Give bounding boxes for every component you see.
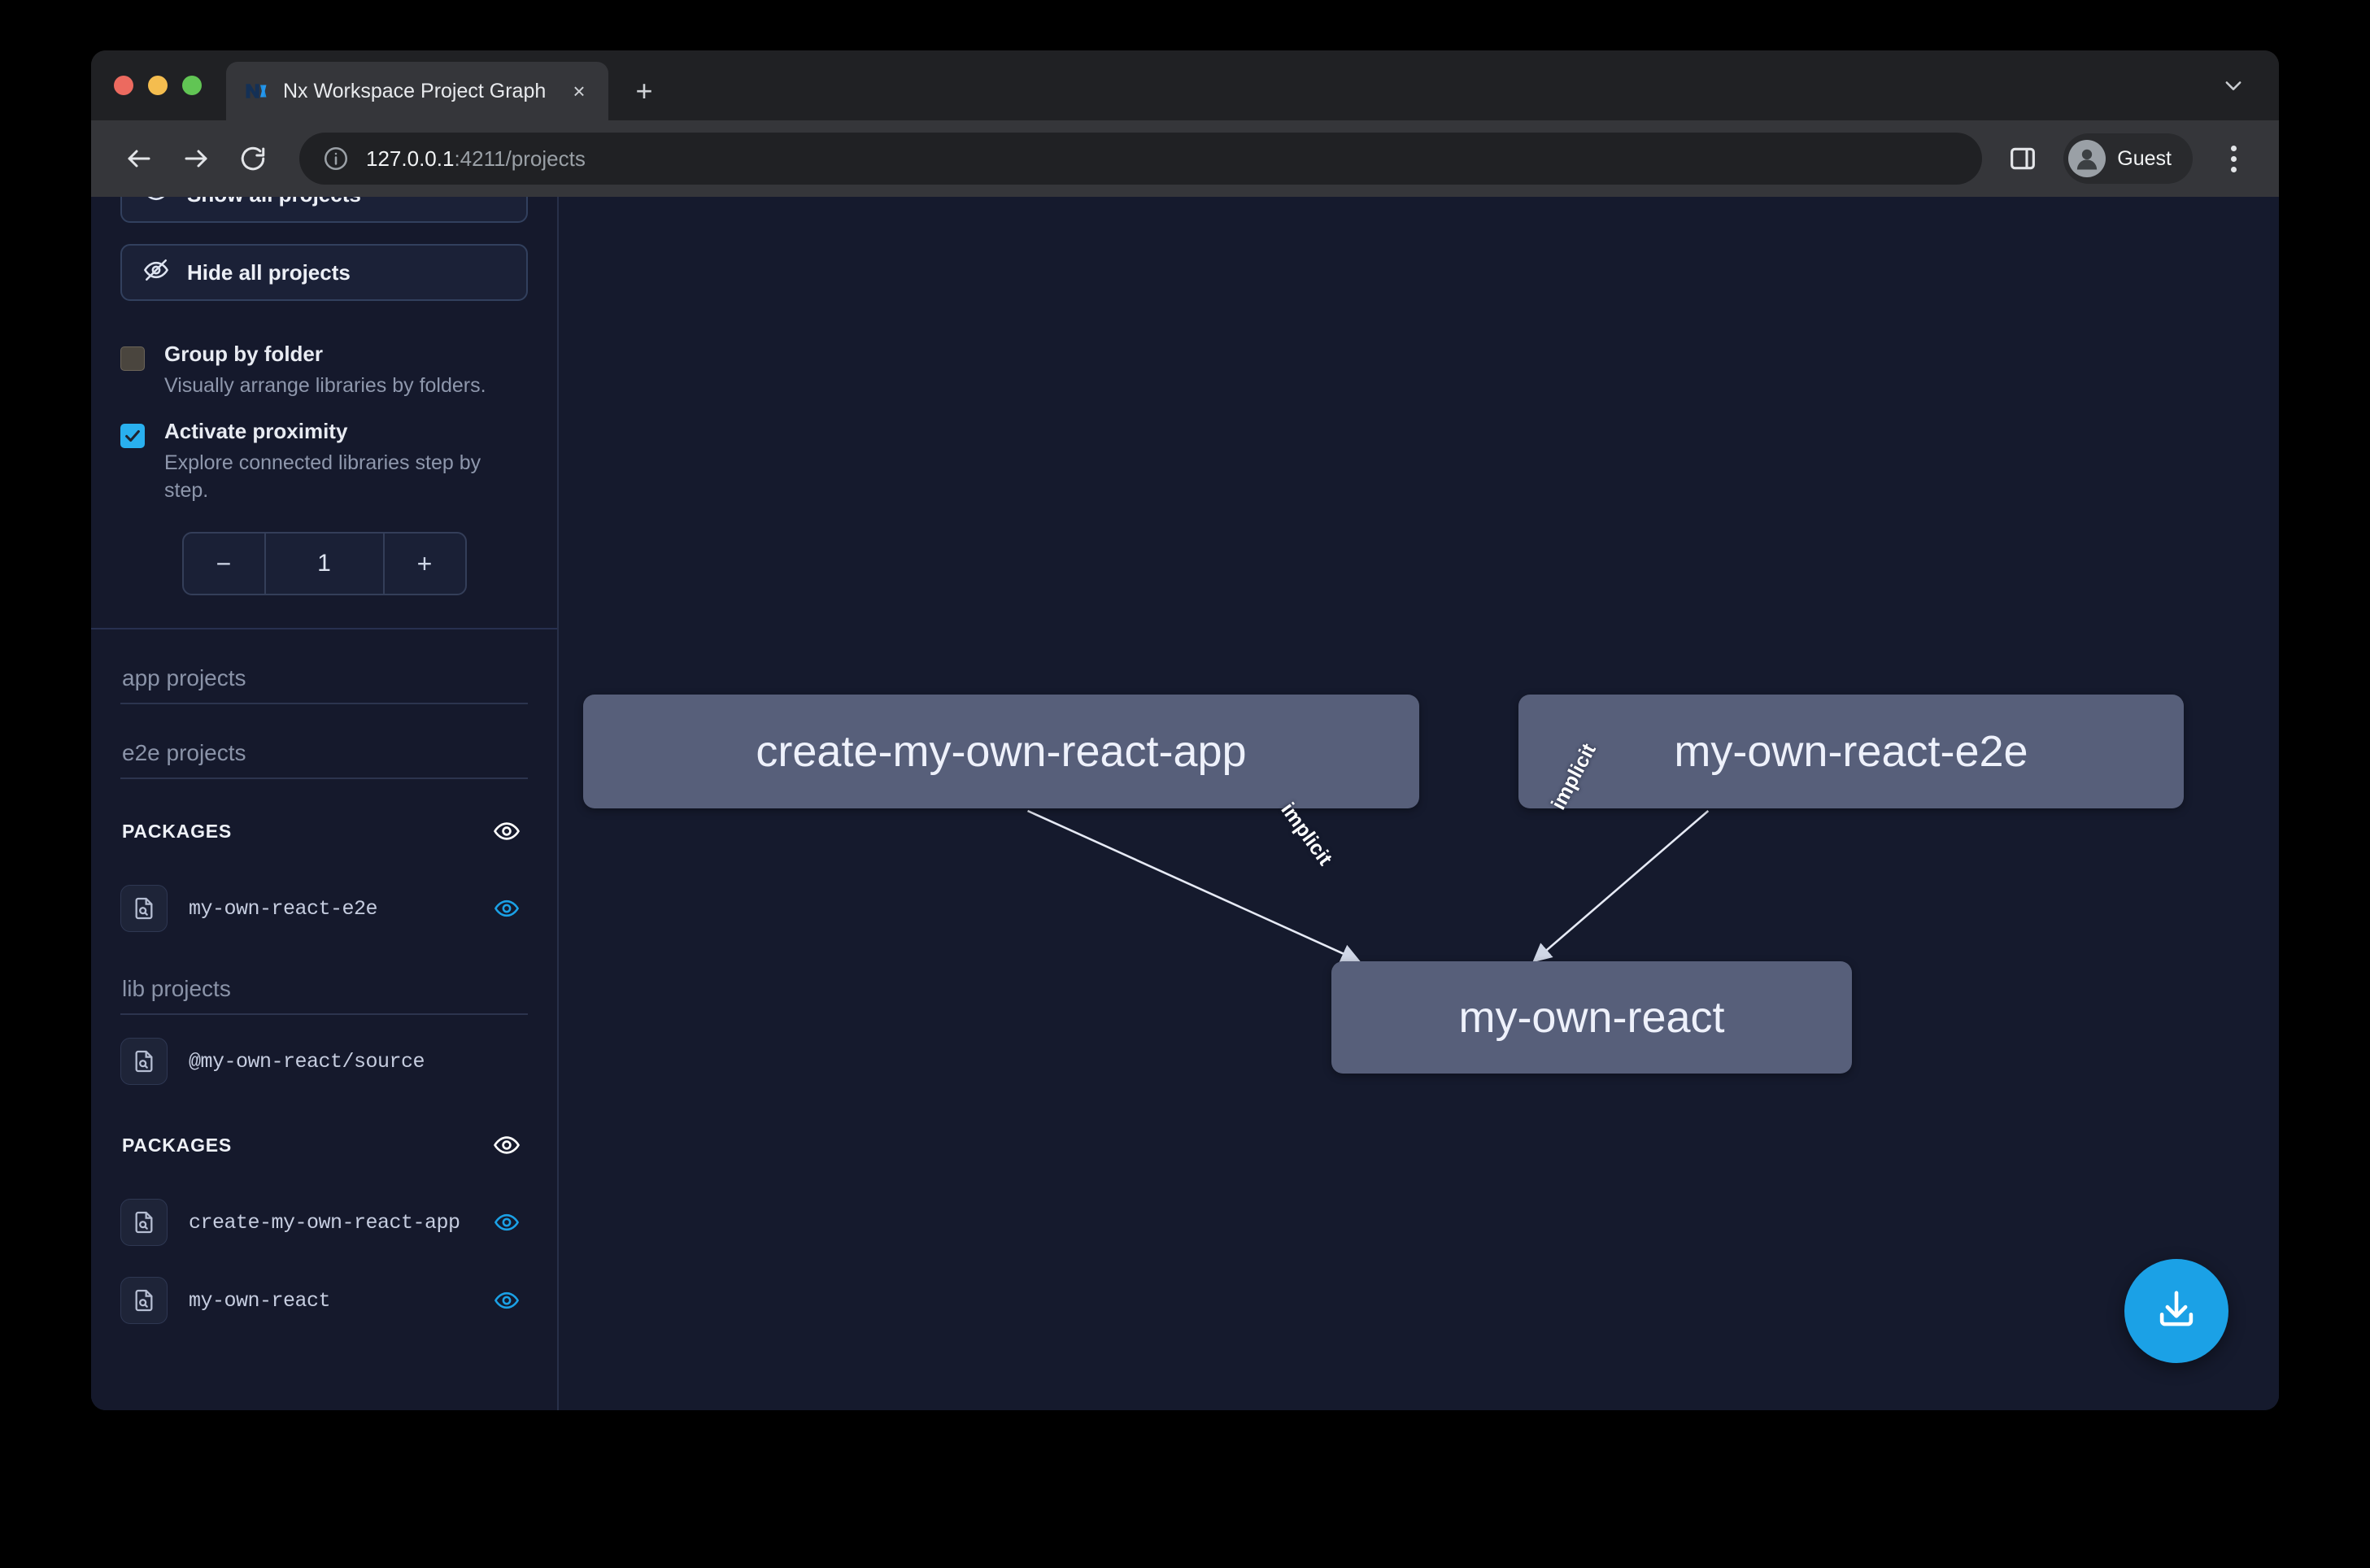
browser-window: Nx Workspace Project Graph × +	[91, 50, 2279, 1410]
project-name: @my-own-react/source	[189, 1050, 469, 1074]
eye-off-icon	[143, 257, 169, 289]
project-name: my-own-react-e2e	[189, 897, 469, 921]
reload-icon[interactable]	[228, 133, 278, 184]
window-traffic-lights	[114, 50, 226, 120]
profile-chip[interactable]: Guest	[2063, 133, 2193, 184]
activate-proximity-description: Explore connected libraries step by step…	[164, 449, 528, 504]
eye-icon[interactable]	[490, 1206, 523, 1239]
page-content: Show all projects Hide all projects	[91, 197, 2279, 1410]
hide-all-projects-label: Hide all projects	[187, 260, 351, 285]
eye-icon[interactable]	[490, 892, 523, 925]
section-label: PACKAGES	[122, 1135, 232, 1156]
url-text: 127.0.0.1:4211/projects	[366, 146, 586, 172]
section-header-packages-2[interactable]: PACKAGES	[120, 1093, 528, 1176]
edge-label-implicit-1: implicit	[1276, 799, 1337, 870]
group-by-folder-description: Visually arrange libraries by folders.	[164, 372, 528, 399]
sidebar-scroll-content: Show all projects Hide all projects	[91, 197, 557, 1332]
section-label: PACKAGES	[122, 821, 232, 843]
browser-toolbar: 127.0.0.1:4211/projects Guest	[91, 120, 2279, 197]
project-name: create-my-own-react-app	[189, 1211, 469, 1235]
eye-icon	[143, 197, 169, 211]
arrow-left-icon[interactable]	[114, 133, 164, 184]
tabstrip-right	[2215, 50, 2279, 120]
activate-proximity-label: Activate proximity	[164, 419, 347, 443]
browser-tab[interactable]: Nx Workspace Project Graph ×	[226, 62, 608, 120]
option-group-by-folder[interactable]: Group by folder Visually arrange librari…	[120, 322, 528, 399]
eye-icon[interactable]	[490, 1129, 523, 1161]
address-bar[interactable]: 127.0.0.1:4211/projects	[299, 133, 1982, 185]
sidebar[interactable]: Show all projects Hide all projects	[91, 197, 559, 1410]
download-icon	[2153, 1286, 2200, 1337]
group-label-lib-projects: lib projects	[120, 940, 528, 1015]
kebab-menu-icon[interactable]	[2212, 137, 2255, 180]
option-text: Activate proximity Explore connected lib…	[164, 419, 528, 504]
avatar	[2068, 140, 2106, 177]
group-by-folder-checkbox[interactable]	[120, 346, 145, 371]
proximity-stepper[interactable]: − 1 +	[182, 532, 467, 595]
project-row-create-my-own-react-app[interactable]: create-my-own-react-app	[120, 1191, 528, 1254]
info-circle-icon[interactable]	[322, 145, 350, 172]
eye-icon[interactable]	[490, 1284, 523, 1317]
project-name: my-own-react	[189, 1289, 469, 1313]
option-text: Group by folder Visually arrange librari…	[164, 342, 528, 399]
file-search-icon	[120, 1199, 168, 1246]
maximize-window-button[interactable]	[182, 76, 202, 95]
url-host: 127.0.0.1	[366, 146, 454, 171]
proximity-decrement-button[interactable]: −	[184, 534, 264, 594]
file-search-icon	[120, 1038, 168, 1085]
edge-e2e-to-react	[1536, 811, 1708, 960]
new-tab-button[interactable]: +	[621, 68, 667, 114]
close-icon[interactable]: ×	[564, 76, 594, 106]
close-window-button[interactable]	[114, 76, 133, 95]
download-button[interactable]	[2124, 1259, 2228, 1363]
tab-title: Nx Workspace Project Graph	[283, 80, 550, 103]
activate-proximity-checkbox[interactable]	[120, 424, 145, 448]
nx-logo-icon	[244, 79, 268, 103]
url-path: :4211/projects	[454, 146, 585, 171]
project-row-my-own-react-source[interactable]: @my-own-react/source	[120, 1030, 528, 1093]
project-graph-canvas[interactable]: create-my-own-react-app my-own-react-e2e…	[559, 197, 2279, 1410]
group-by-folder-label: Group by folder	[164, 342, 323, 366]
graph-node-my-own-react-e2e[interactable]: my-own-react-e2e	[1518, 695, 2184, 808]
hide-all-projects-button[interactable]: Hide all projects	[120, 244, 528, 301]
graph-node-my-own-react[interactable]: my-own-react	[1331, 961, 1852, 1074]
chevron-down-icon[interactable]	[2215, 68, 2251, 103]
group-label-e2e-projects: e2e projects	[120, 704, 528, 779]
option-activate-proximity[interactable]: Activate proximity Explore connected lib…	[120, 399, 528, 504]
group-label-app-projects: app projects	[120, 629, 528, 704]
project-row-my-own-react-e2e[interactable]: my-own-react-e2e	[120, 877, 528, 940]
proximity-increment-button[interactable]: +	[385, 534, 465, 594]
side-panel-icon[interactable]	[2006, 142, 2039, 175]
file-search-icon	[120, 885, 168, 932]
section-header-packages-1[interactable]: PACKAGES	[120, 779, 528, 862]
profile-name: Guest	[2117, 147, 2172, 171]
minimize-window-button[interactable]	[148, 76, 168, 95]
arrow-right-icon[interactable]	[171, 133, 221, 184]
eye-icon-placeholder	[490, 1045, 523, 1078]
proximity-value[interactable]: 1	[264, 534, 385, 594]
file-search-icon	[120, 1277, 168, 1324]
tab-strip: Nx Workspace Project Graph × +	[91, 50, 2279, 120]
show-all-projects-button[interactable]: Show all projects	[120, 197, 528, 223]
project-row-my-own-react[interactable]: my-own-react	[120, 1269, 528, 1332]
show-all-projects-label: Show all projects	[187, 197, 361, 207]
graph-node-create-my-own-react-app[interactable]: create-my-own-react-app	[583, 695, 1419, 808]
eye-icon[interactable]	[490, 815, 523, 847]
